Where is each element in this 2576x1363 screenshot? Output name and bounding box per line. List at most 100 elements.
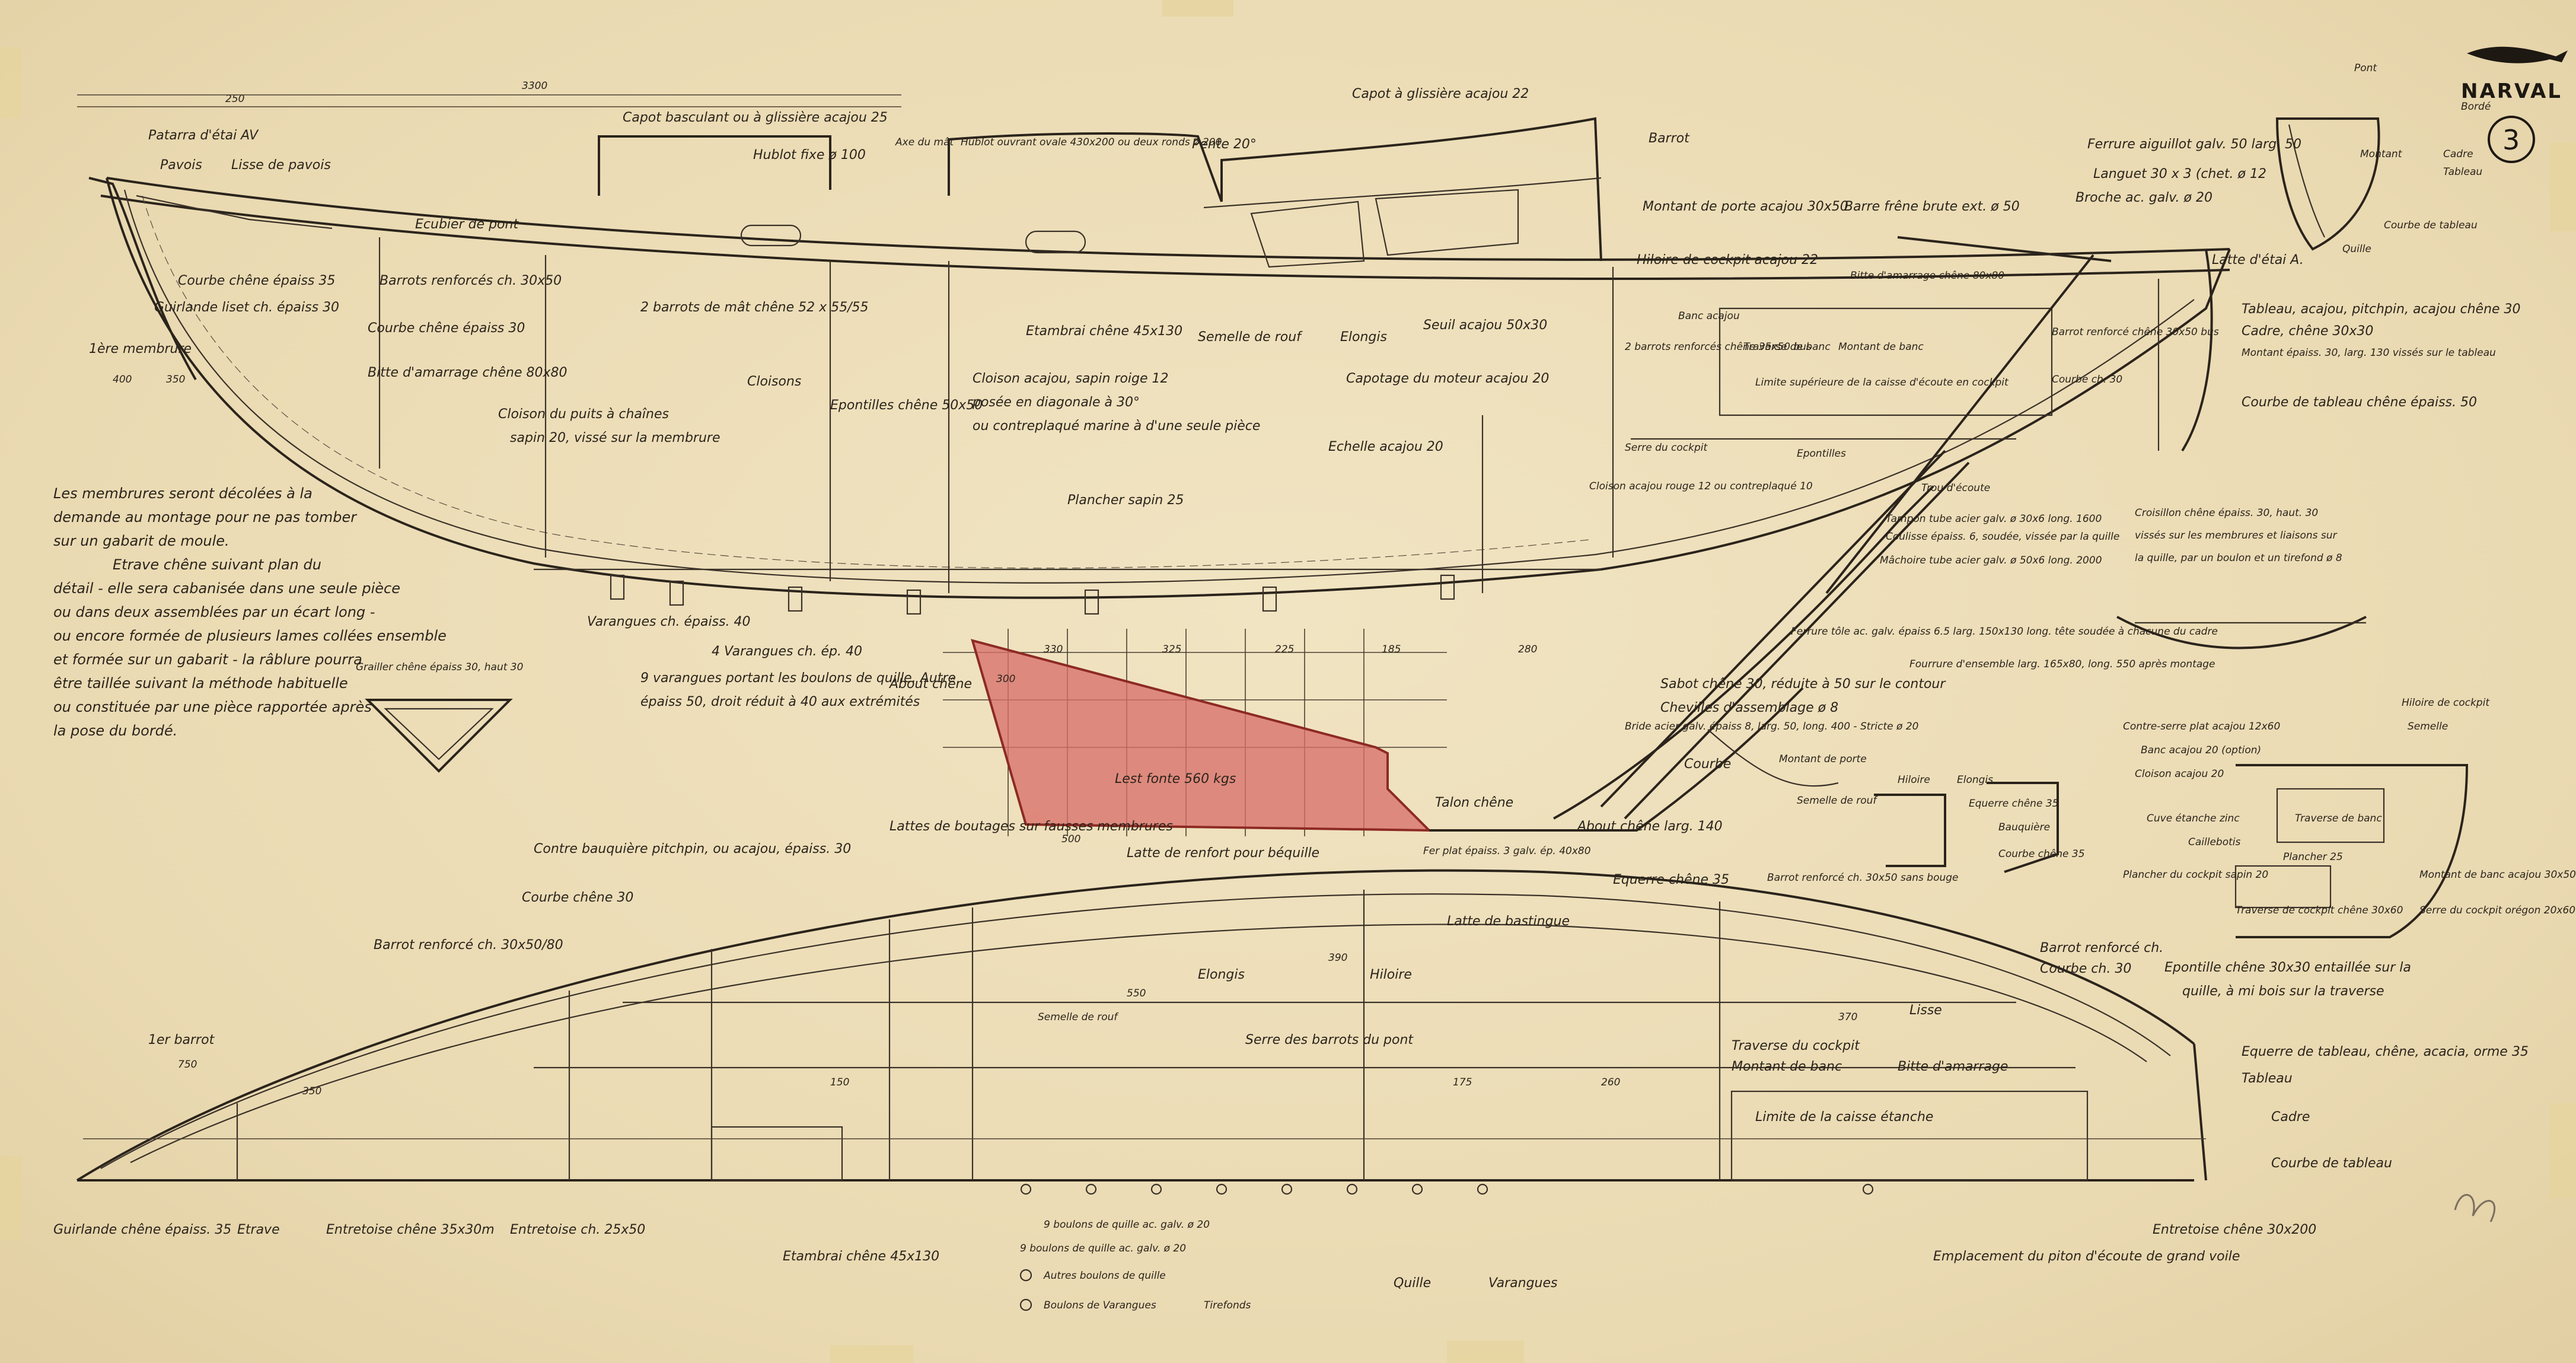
keel-bolts <box>1020 1183 1874 1195</box>
deck-beam <box>236 949 713 1180</box>
dimension-label: 3300 <box>522 80 547 92</box>
label: Emplacement du piton d'écoute de grand v… <box>1933 1249 2240 1264</box>
label: Varangues <box>1488 1276 1558 1291</box>
label: Traverse de banc <box>1743 341 1831 353</box>
label: Etambrai chêne 45x130 <box>783 1249 939 1264</box>
keel-bolt <box>1085 1183 1097 1195</box>
dimension-label: 250 <box>225 93 244 105</box>
notes-etrave: Etrave chêne suivant plan du détail - el… <box>53 556 447 739</box>
dimension-label: 260 <box>1601 1077 1620 1088</box>
label: 9 varangues portant les boulons de quill… <box>640 671 956 686</box>
porthole <box>740 224 802 247</box>
label: Cadre <box>2271 1110 2310 1125</box>
label: Seuil acajou 50x30 <box>1423 318 1547 333</box>
label: Epontilles <box>1797 448 1846 460</box>
plan-view <box>76 869 2207 1195</box>
deck-beam-clamp <box>130 923 2147 1163</box>
label: Tableau <box>2443 166 2482 178</box>
note-line: Etrave chêne suivant plan du <box>113 556 321 573</box>
frame-stubs <box>610 574 1455 615</box>
rudder-stock <box>1624 461 1970 820</box>
legend-label: 9 boulons de quille ac. galv. ø 20 <box>1044 1219 1210 1231</box>
dimension-label: 500 <box>1061 833 1080 845</box>
dimension-label: 370 <box>1838 1011 1857 1023</box>
label: Cloison acajou, sapin roige 12 <box>973 371 1169 386</box>
construction-line <box>142 195 1590 569</box>
label: Courbe ch. 30 <box>2040 961 2131 976</box>
label: Barrot <box>1649 131 1690 146</box>
frame-stub <box>669 580 684 606</box>
label: Montant de banc acajou 30x50 <box>2419 869 2576 881</box>
bow-section <box>365 699 513 773</box>
label: About chêne larg. 140 <box>1576 819 1723 834</box>
label: Capot à glissière acajou 22 <box>1352 87 1529 101</box>
label: Montant <box>2360 148 2403 160</box>
label: Coulisse épaiss. 6, soudée, vissée par l… <box>1886 531 2119 543</box>
label: Montant de porte <box>1779 753 1867 765</box>
note-line: la pose du bordé. <box>53 722 177 739</box>
cockpit-bench-section <box>2276 788 2385 843</box>
label: Hiloire de cockpit <box>2402 697 2490 709</box>
label: Hublot fixe ø 100 <box>753 148 866 163</box>
label: 2 barrots renforcés chêne 35x50 bus <box>1625 341 1812 353</box>
label: Bitte d'amarrage <box>1898 1059 2008 1074</box>
label: Serre des barrots du pont <box>1245 1033 1414 1047</box>
sheer-line <box>106 177 2230 261</box>
dimension-label: 280 <box>1518 644 1537 655</box>
legend-symbol <box>1019 1269 1032 1282</box>
bow-section-inner <box>384 708 494 760</box>
label: Bauquière <box>1998 821 2050 833</box>
frame-stub <box>610 574 625 600</box>
inner-planking-line <box>123 189 2195 584</box>
label: Capotage du moteur acajou 20 <box>1346 371 1549 386</box>
label: Barrot renforcé ch. 30x50/80 <box>374 938 563 953</box>
cockpit-plan <box>1730 1090 2089 1182</box>
cabin-roof <box>1220 117 1602 262</box>
keel-bolt <box>1477 1183 1488 1195</box>
cockpit-sole-section <box>2234 865 2332 909</box>
frame-stub <box>906 589 922 615</box>
label: Cloison du puits à chaînes <box>498 407 669 422</box>
cabin-window <box>1375 189 1519 256</box>
label: Barrot renforcé ch. 30x50 sans bouge <box>1767 872 1959 884</box>
lead-ballast-keel <box>971 639 1432 832</box>
cockpit-bulkhead <box>1481 267 1614 593</box>
label: Barrot renforcé chêne 30x50 bus <box>2052 326 2219 338</box>
label: Broche ac. galv. ø 20 <box>2076 190 2212 205</box>
note-line: ou dans deux assemblées par un écart lon… <box>53 604 375 620</box>
label: Equerre chêne 35 <box>1613 872 1729 887</box>
dimension-label: 550 <box>1127 988 1146 999</box>
label: la quille, par un boulon et un tirefond … <box>2135 552 2342 564</box>
label: Barre frêne brute ext. ø 50 <box>1844 199 2020 214</box>
label: Courbe ch. 30 <box>2052 374 2122 386</box>
dimension-label: 300 <box>996 673 1015 685</box>
cabin-window <box>1250 200 1365 268</box>
note-line: détail - elle sera cabanisée dans une se… <box>53 580 400 597</box>
rudder-blade <box>1707 729 1839 787</box>
label: Bitte d'amarrage chêne 80x80 <box>368 365 568 380</box>
label: Limite supérieure de la caisse d'écoute … <box>1755 377 2009 388</box>
label: Croisillon chêne épaiss. 30, haut. 30 <box>2135 507 2318 519</box>
note-line: être taillée suivant la méthode habituel… <box>53 675 348 692</box>
dimension-label: 350 <box>302 1085 321 1097</box>
label: Traverse de banc <box>2295 813 2382 824</box>
label: Mâchoire tube acier galv. ø 50x6 long. 2… <box>1880 555 2102 566</box>
label: Contre-serre plat acajou 12x60 <box>2123 721 2280 733</box>
profile-labels: Patarra d'étai AV Pavois Lisse de pavois… <box>89 87 2521 1254</box>
frame-stub <box>788 586 803 612</box>
dimension-label: 750 <box>178 1059 197 1071</box>
frame-stub <box>1084 589 1099 615</box>
label: Talon chêne <box>1435 795 1513 810</box>
label: Cloisons <box>747 374 801 389</box>
label: Ferrure tôle ac. galv. épaiss 6.5 larg. … <box>1791 626 2218 638</box>
label: Caillebotis <box>2188 836 2240 848</box>
label: Semelle <box>2408 721 2448 733</box>
label: sapin 20, vissé sur la membrure <box>510 431 720 445</box>
label: Lisse de pavois <box>231 158 331 173</box>
notes-membrures: Les membrures seront décolées à la deman… <box>53 485 358 549</box>
dimension-label: 175 <box>1453 1077 1472 1088</box>
rudder-stock <box>1600 450 1946 808</box>
label: Epontilles chêne 50x50 <box>830 398 983 413</box>
